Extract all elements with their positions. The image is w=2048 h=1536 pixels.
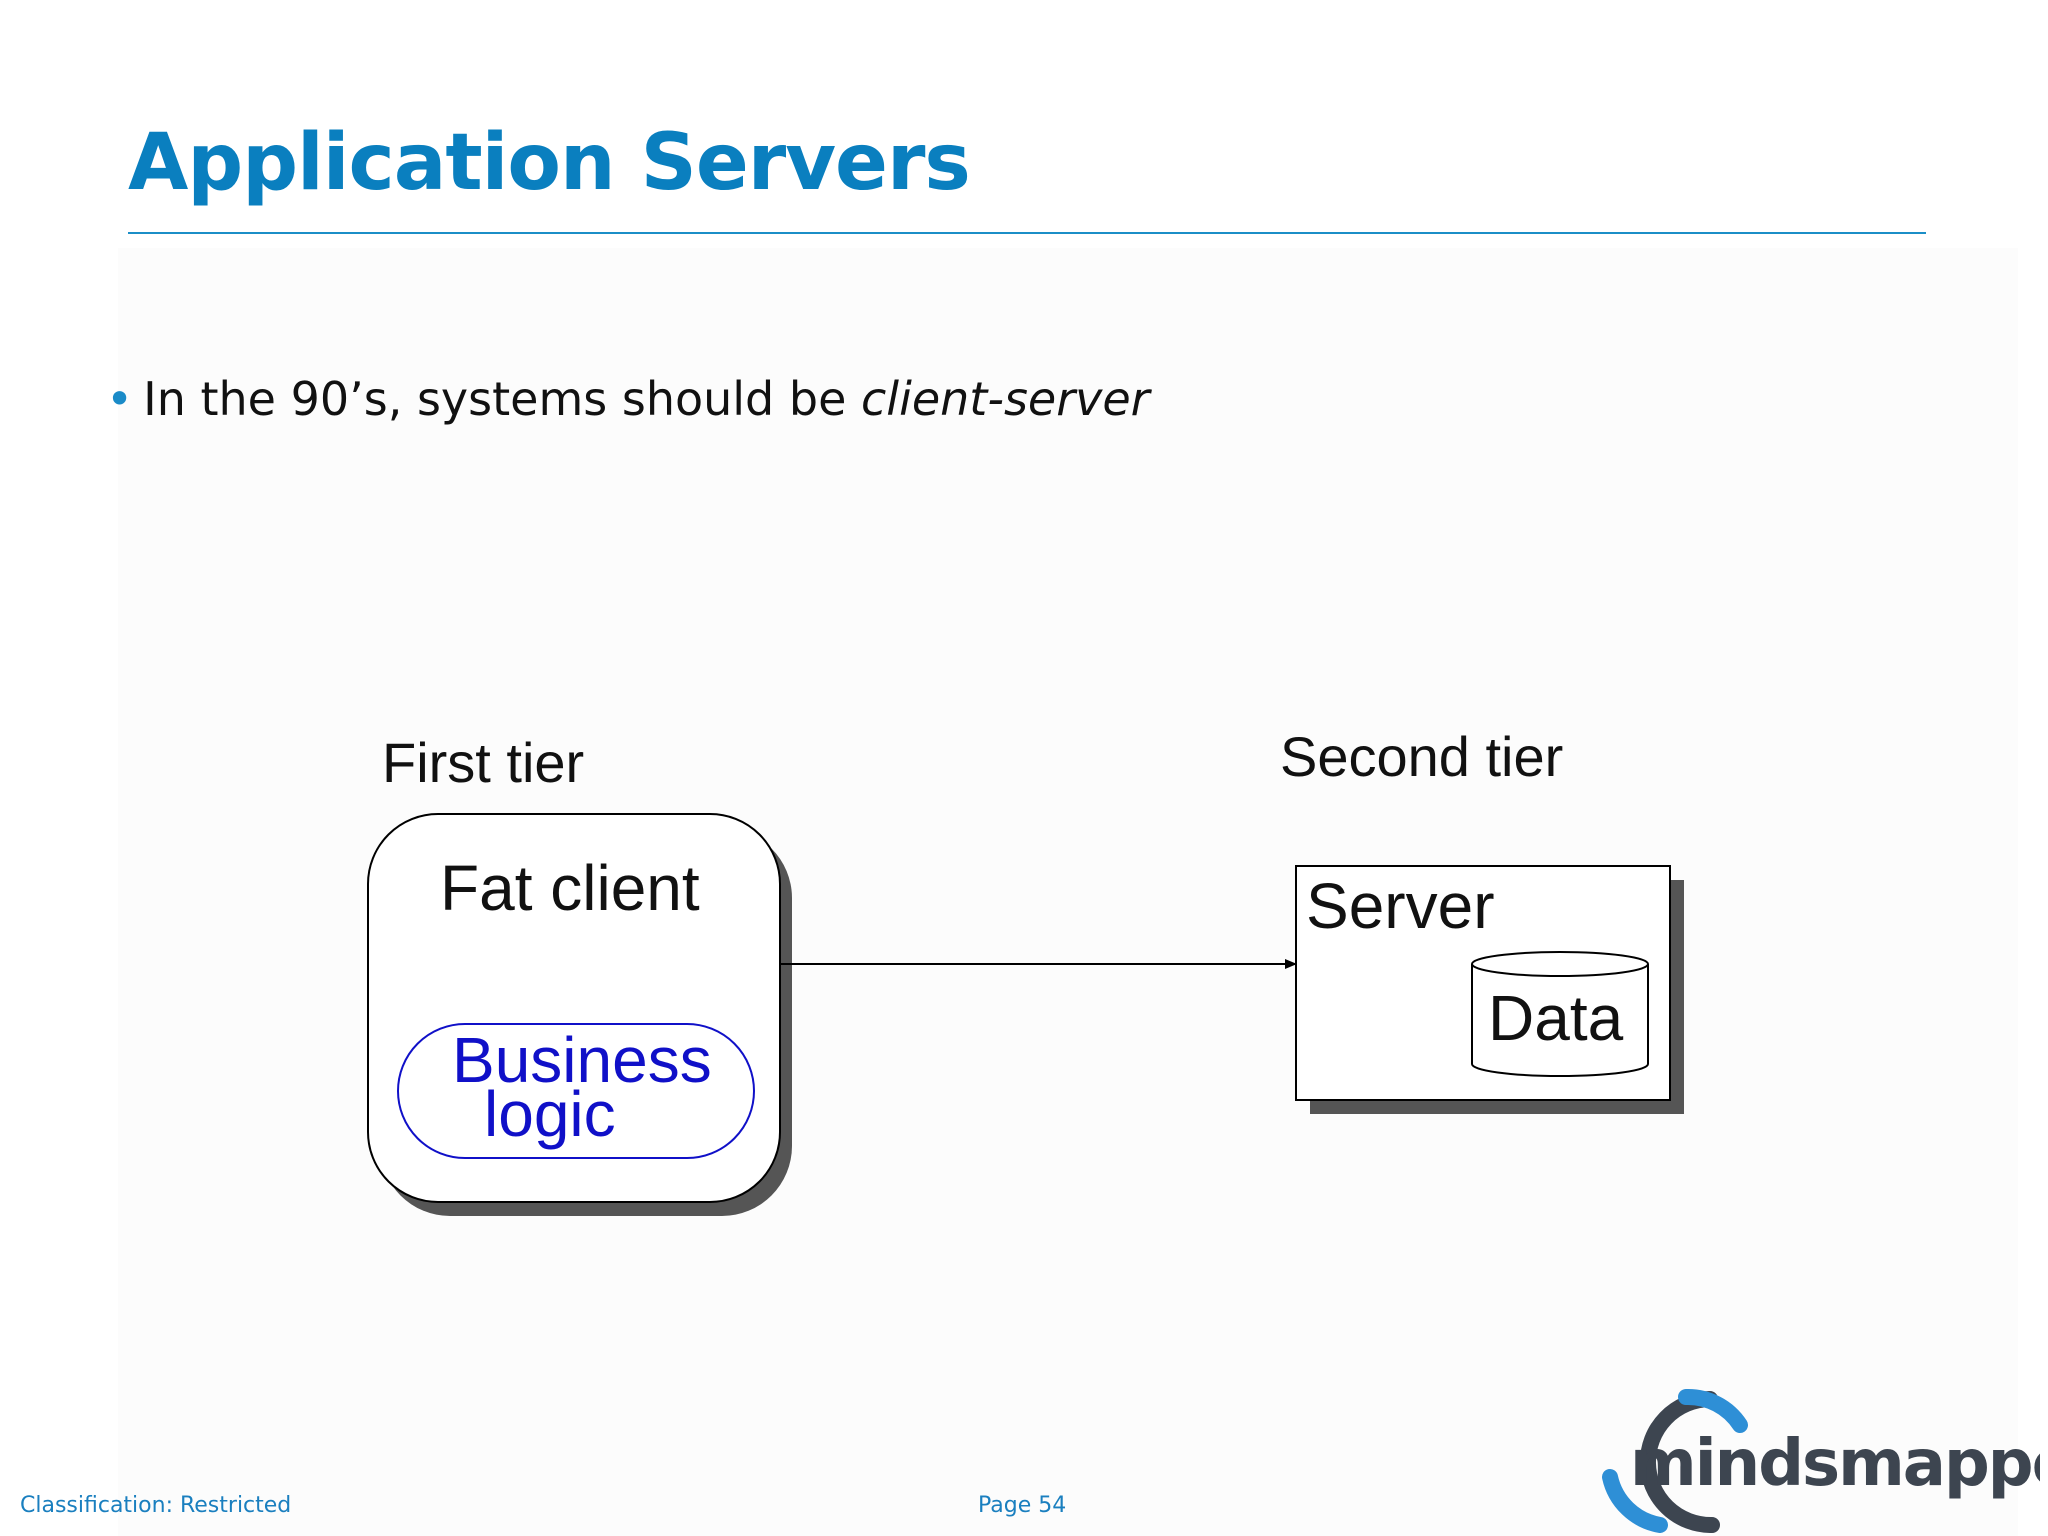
bullet-emphasis: client-server: [861, 372, 1150, 426]
bullet-text: In the 90’s, systems should be: [143, 372, 861, 426]
business-logic-line-2: logic: [484, 1078, 616, 1150]
data-label: Data: [1488, 982, 1624, 1054]
slide-title: Application Servers: [128, 118, 971, 208]
bullet-item: •In the 90’s, systems should be client-s…: [106, 372, 1150, 426]
server-label: Server: [1306, 870, 1495, 942]
business-logic-line-1: Business: [452, 1024, 712, 1096]
data-cylinder-icon: Data: [1471, 951, 1649, 1077]
logo-wordmark: mindsmapped: [1630, 1427, 2040, 1501]
footer-classification: Classification: Restricted: [20, 1493, 292, 1518]
title-divider: [128, 232, 1926, 234]
bullet-dot-icon: •: [106, 372, 134, 426]
fat-client-label: Fat client: [440, 852, 700, 924]
business-logic-ellipse: Business logic: [397, 1023, 755, 1159]
mindsmapped-logo: mindsmapped: [1602, 1388, 2040, 1533]
second-tier-label: Second tier: [1280, 725, 1563, 788]
first-tier-label: First tier: [382, 731, 584, 794]
footer-page-number: Page 54: [978, 1493, 1067, 1518]
